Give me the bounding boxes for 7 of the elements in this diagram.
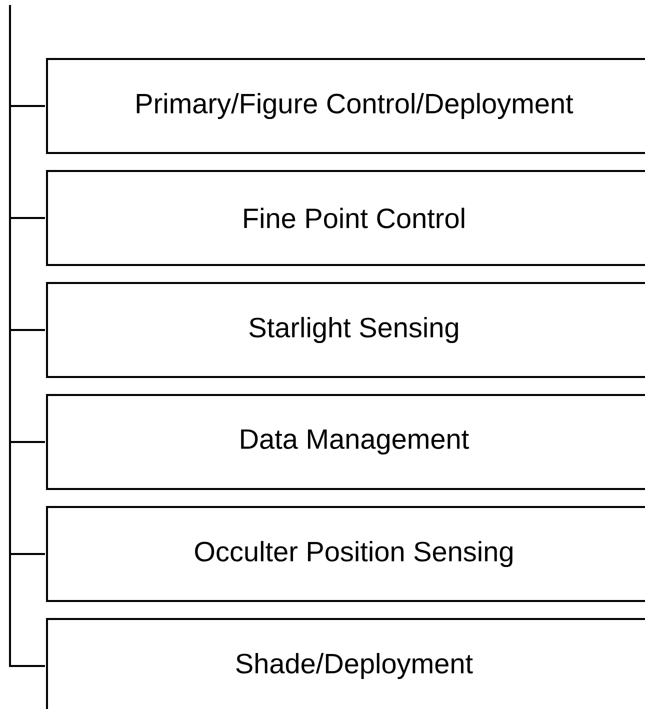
box: Fine Point Control (46, 170, 645, 266)
connector-line (9, 5, 45, 667)
box: Shade/Deployment (46, 618, 645, 709)
box: Data Management (46, 394, 645, 490)
box: Starlight Sensing (46, 282, 645, 378)
box: Occulter Position Sensing (46, 506, 645, 602)
box: Primary/Figure Control/Deployment (46, 58, 645, 154)
